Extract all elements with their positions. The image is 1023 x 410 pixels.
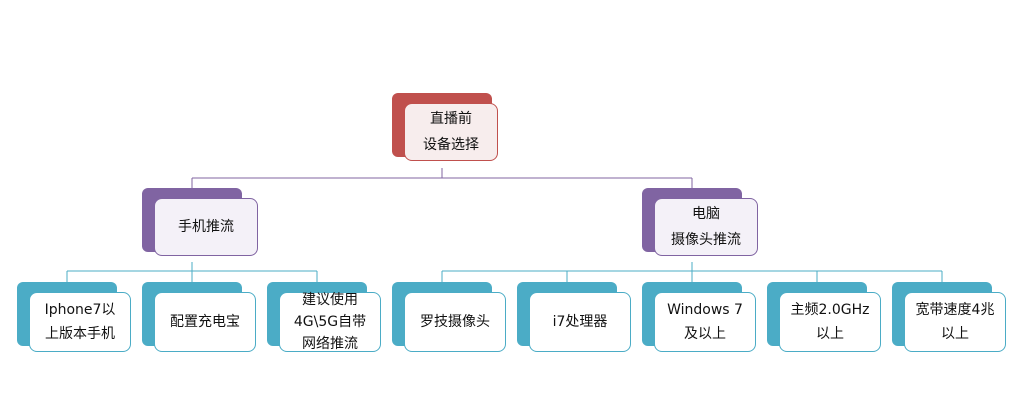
leaf-node-box: 主频2.0GHz 以上: [779, 292, 881, 352]
branch-phone-line-1: 手机推流: [178, 219, 234, 235]
leaf-node-box: 罗技摄像头: [404, 292, 506, 352]
branch-computer-line-2: 摄像头推流: [671, 232, 741, 248]
leaf-line: 配置充电宝: [170, 314, 240, 330]
leaf-line: 及以上: [684, 326, 726, 342]
leaf-line: Iphone7以: [44, 302, 116, 318]
root-node-box: 直播前 设备选择: [404, 103, 498, 161]
leaf-line: i7处理器: [552, 314, 608, 330]
leaf-node-box: 配置充电宝: [154, 292, 256, 352]
root-line-2: 设备选择: [423, 137, 479, 153]
leaf-line: 罗技摄像头: [420, 314, 490, 330]
leaf-line: 建议使用: [302, 292, 358, 308]
leaf-node-box: i7处理器: [529, 292, 631, 352]
branch-node-computer-box: 电脑 摄像头推流: [654, 198, 758, 256]
leaf-line: 宽带速度4兆: [915, 302, 995, 318]
root-line-1: 直播前: [430, 111, 472, 127]
leaf-line: 网络推流: [302, 336, 358, 352]
branch-computer-line-1: 电脑: [692, 206, 720, 222]
leaf-node-box: Windows 7 及以上: [654, 292, 756, 352]
leaf-node-box: Iphone7以 上版本手机: [29, 292, 131, 352]
leaf-line: 4G\5G自带: [293, 314, 367, 330]
branch-node-phone-box: 手机推流: [154, 198, 258, 256]
leaf-line: Windows 7: [667, 302, 743, 318]
leaf-line: 上版本手机: [45, 326, 115, 342]
leaf-line: 以上: [941, 326, 969, 342]
leaf-line: 主频2.0GHz: [790, 302, 870, 318]
leaf-line: 以上: [816, 326, 844, 342]
leaf-node-box: 建议使用 4G\5G自带 网络推流: [279, 292, 381, 352]
leaf-node-box: 宽带速度4兆 以上: [904, 292, 1006, 352]
